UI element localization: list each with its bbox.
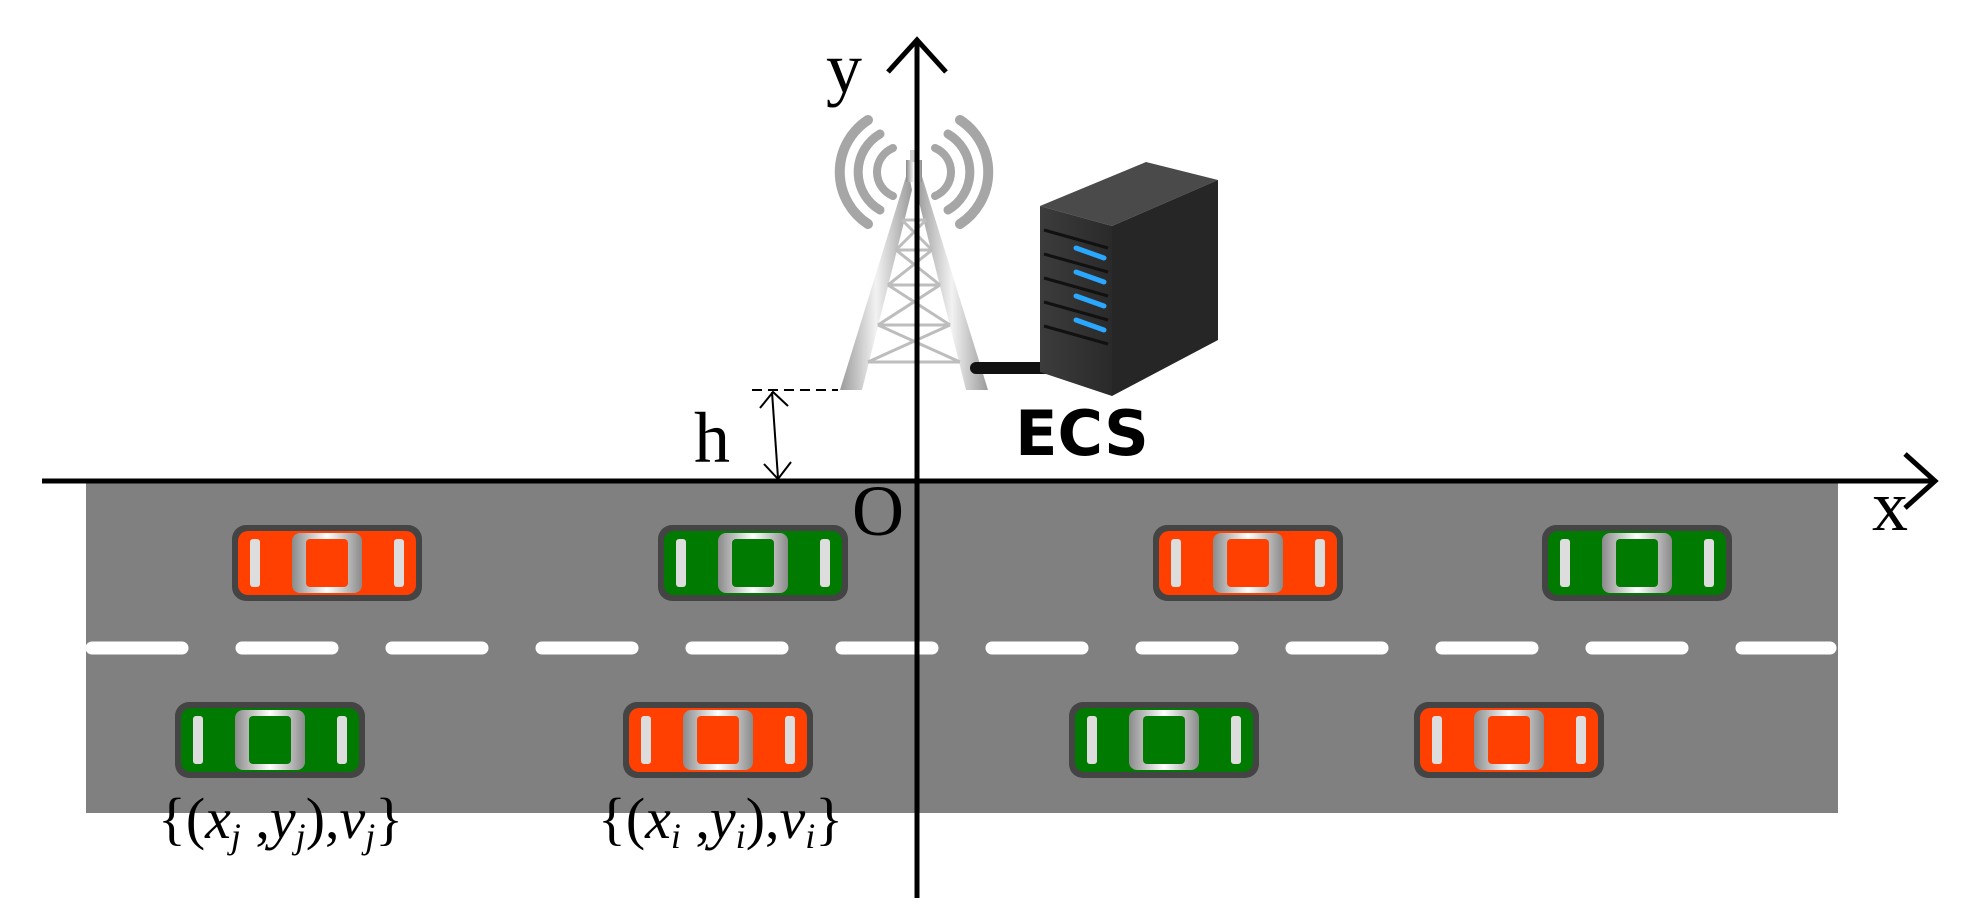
origin-label: O <box>852 471 904 551</box>
vehicle-red-car-icon <box>1153 525 1343 601</box>
vehicle-green-car-icon <box>175 702 365 778</box>
vehicles <box>175 525 1732 778</box>
vehicle-i-label: {(xi ,yi),vi} <box>598 786 843 856</box>
antenna-tower-icon <box>834 115 994 390</box>
y-axis-label: y <box>826 28 862 108</box>
height-marker <box>752 389 838 481</box>
vehicle-red-car-icon <box>232 525 422 601</box>
x-axis-label: x <box>1872 466 1908 546</box>
vehicle-red-car-icon <box>623 702 813 778</box>
vehicle-green-car-icon <box>1069 702 1259 778</box>
height-label: h <box>694 398 730 478</box>
vehicle-red-car-icon <box>1414 702 1604 778</box>
x-axis <box>42 452 1939 510</box>
y-axis <box>886 36 948 898</box>
vehicle-green-car-icon <box>658 525 848 601</box>
vehicle-j-label: {(xj ,yj),vj} <box>158 786 403 856</box>
server-label: ECS <box>1015 397 1149 470</box>
vehicle-green-car-icon <box>1542 525 1732 601</box>
server-icon <box>1040 162 1218 396</box>
